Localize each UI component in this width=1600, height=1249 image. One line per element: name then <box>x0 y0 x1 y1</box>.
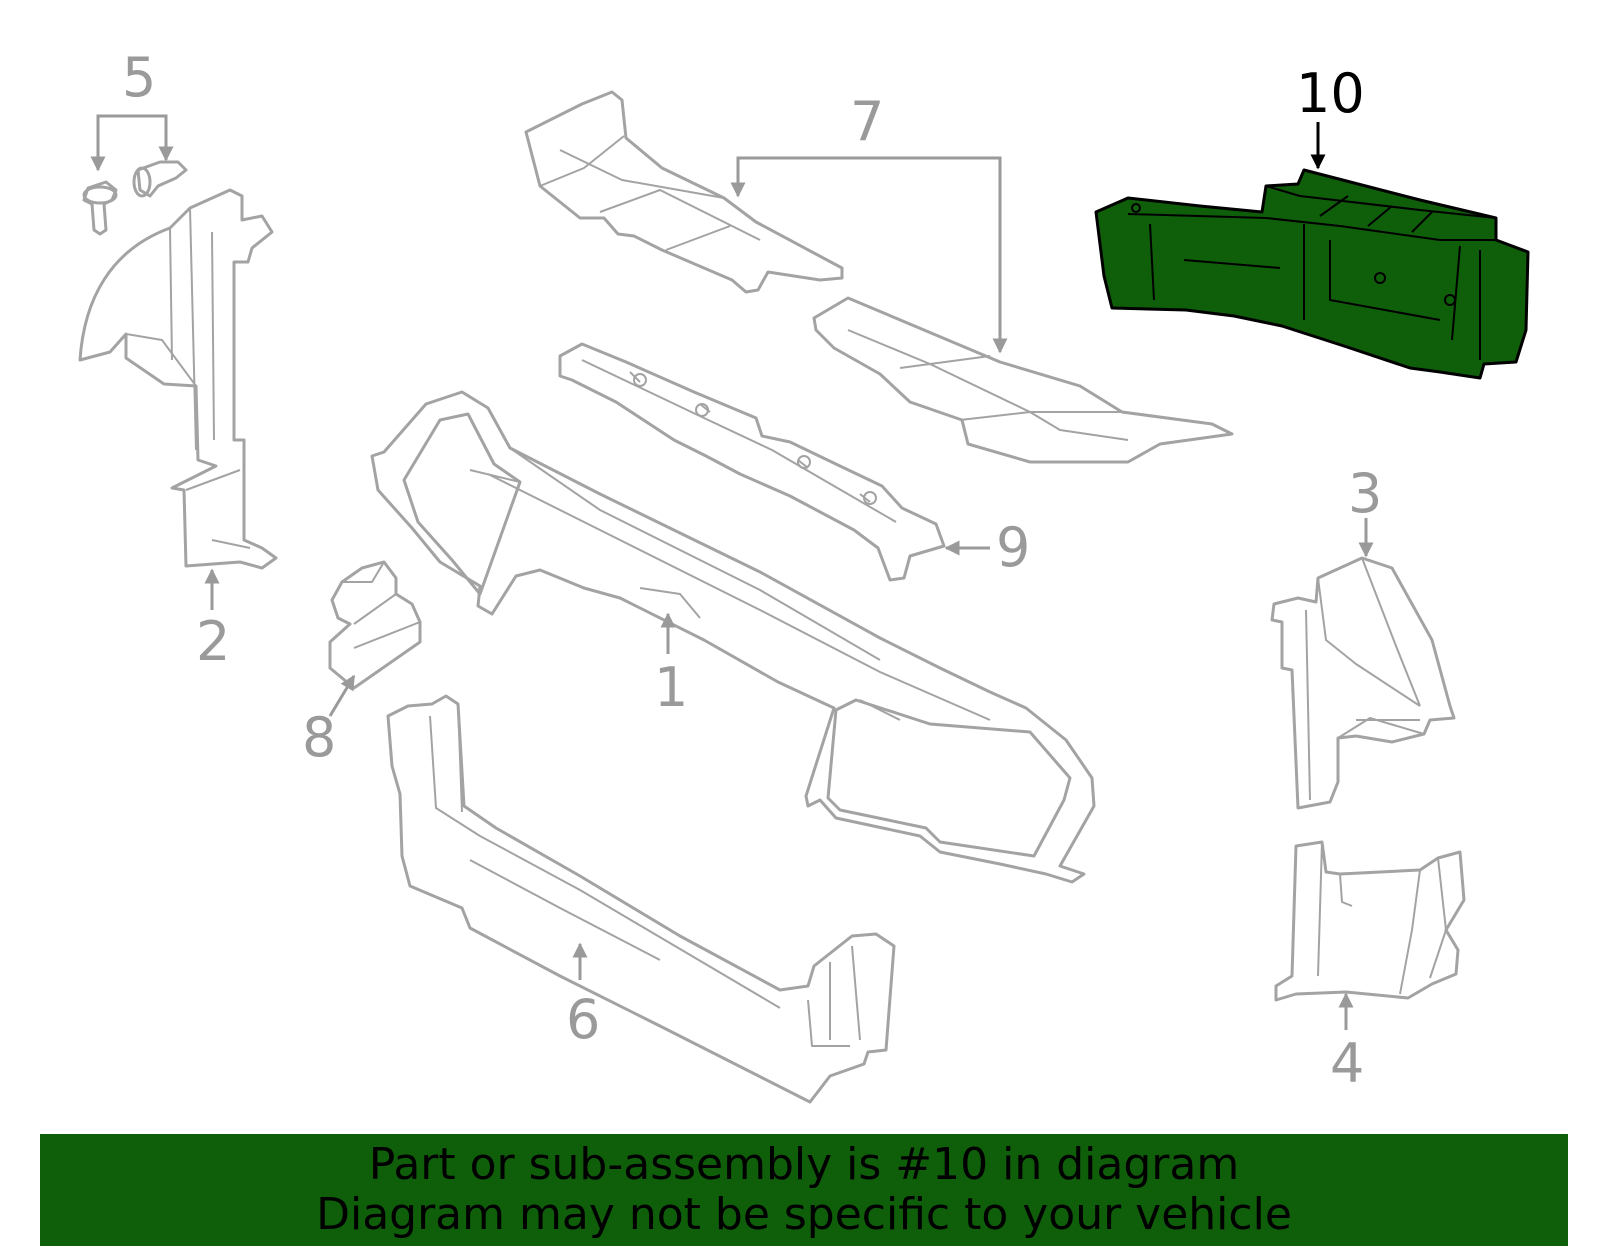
banner-line-2: Diagram may not be specific to your vehi… <box>316 1189 1292 1240</box>
callout-9: 9 <box>996 516 1030 579</box>
callout-3: 3 <box>1348 462 1382 525</box>
callout-5-leader <box>90 114 174 172</box>
part-3-right-deflector <box>1270 556 1456 810</box>
part-2-left-deflector <box>78 188 278 570</box>
callout-2: 2 <box>196 610 230 673</box>
callout-5: 5 <box>122 46 156 109</box>
part-4-lower-deflector <box>1274 840 1466 1002</box>
part-9-bracket <box>558 342 946 582</box>
part-1-radiator-support <box>370 390 1096 884</box>
callout-8-leader <box>328 674 356 717</box>
callout-1: 1 <box>654 656 688 719</box>
callout-7-leader <box>730 156 1008 354</box>
banner-line-1: Part or sub-assembly is #10 in diagram <box>368 1139 1240 1190</box>
callout-8: 8 <box>302 706 336 769</box>
callout-6: 6 <box>566 988 600 1051</box>
callout-7: 7 <box>850 90 884 153</box>
callout-10: 10 <box>1296 62 1365 125</box>
part-7-upper-cover <box>524 90 1234 464</box>
info-banner: Part or sub-assembly is #10 in diagram D… <box>40 1134 1568 1246</box>
part-8-small-bracket <box>328 560 422 690</box>
part-10-highlighted-assembly <box>1094 168 1530 380</box>
callout-4: 4 <box>1330 1032 1364 1095</box>
part-6-lower-tie-bar <box>386 694 896 1104</box>
part-5-clips <box>82 160 188 236</box>
